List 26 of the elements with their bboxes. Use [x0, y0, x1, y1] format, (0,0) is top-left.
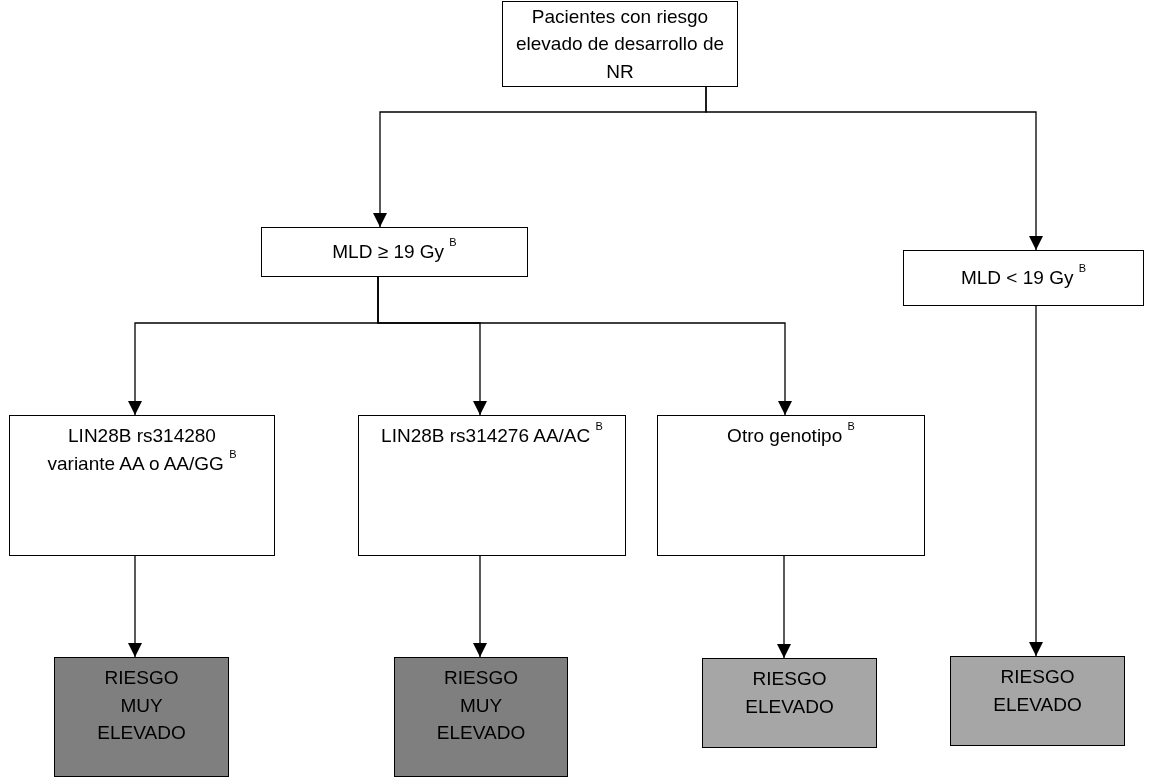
process-box [657, 415, 925, 556]
node-text: Pacientes con riesgo elevado de desarrollo de NR [514, 4, 726, 84]
node-text: RIESGO ELEVADO [744, 667, 835, 719]
node-text: RIESGO MUY ELEVADO [435, 666, 527, 746]
node-text: LIN28B rs314276 AA/AC $^{B}$ [380, 422, 604, 448]
arrow [777, 555, 791, 659]
arrow [473, 555, 487, 658]
outcome-box [394, 657, 568, 777]
arrow [128, 555, 142, 658]
node-text: MLD < 19 Gy $^{B}$ [959, 264, 1088, 291]
outcome-box [950, 656, 1125, 746]
process-box [261, 227, 528, 277]
outcome-box [702, 658, 877, 748]
node-text: RIESGO MUY ELEVADO [96, 666, 187, 746]
process-box [358, 415, 626, 556]
node-text: LIN28B rs314280 variante AA o AA/GG $^{B}$ [46, 424, 238, 476]
process-box [502, 1, 738, 87]
arrow [1029, 305, 1043, 657]
node-text: Otro genotipo $^{B}$ [726, 422, 856, 448]
arrow [377, 276, 792, 416]
node-text: MLD ≥ 19 Gy $^{B}$ [331, 238, 458, 265]
arrow [705, 86, 1043, 251]
outcome-box [54, 657, 229, 777]
node-text: RIESGO ELEVADO [992, 665, 1083, 717]
process-box [9, 415, 275, 556]
process-box [903, 250, 1144, 306]
